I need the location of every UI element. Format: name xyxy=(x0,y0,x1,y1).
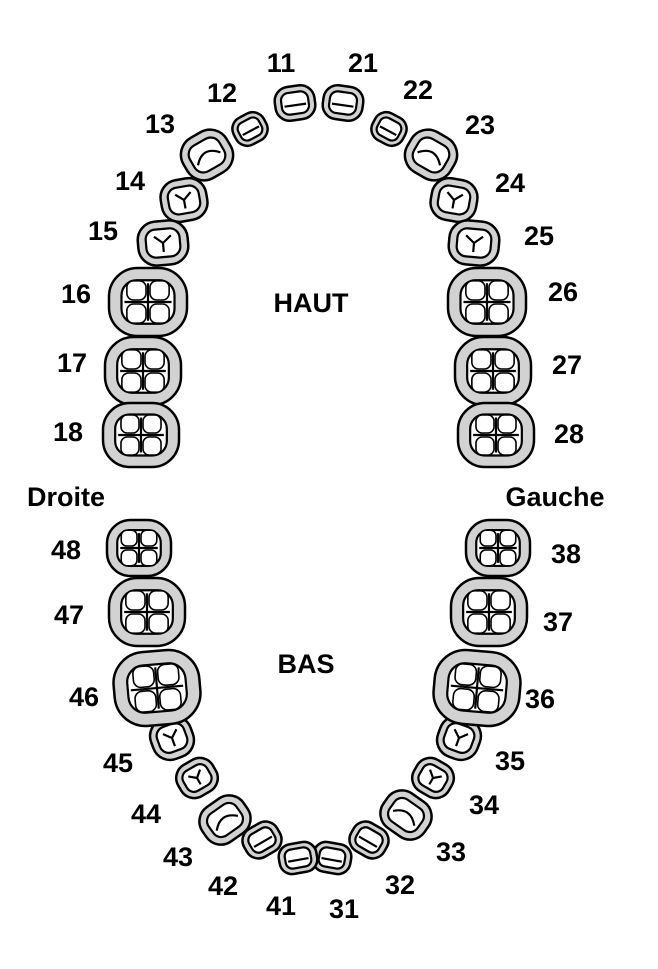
tooth-32 xyxy=(348,820,390,860)
tooth-34 xyxy=(410,756,456,800)
tooth-number-32: 32 xyxy=(385,870,415,900)
tooth-46 xyxy=(112,648,202,728)
tooth-number-18: 18 xyxy=(53,417,83,447)
tooth-26 xyxy=(446,266,528,338)
tooth-number-44: 44 xyxy=(131,799,161,829)
right-side-label: Droite xyxy=(27,482,105,512)
tooth-number-22: 22 xyxy=(403,75,433,105)
tooth-18 xyxy=(101,401,181,469)
tooth-12 xyxy=(231,110,269,148)
tooth-47 xyxy=(107,576,187,648)
tooth-27 xyxy=(453,335,533,407)
tooth-24 xyxy=(429,176,479,224)
tooth-31 xyxy=(311,840,353,876)
tooth-number-12: 12 xyxy=(207,78,237,108)
tooth-11 xyxy=(273,83,317,123)
tooth-13 xyxy=(179,128,235,182)
tooth-number-48: 48 xyxy=(51,535,81,565)
tooth-36 xyxy=(432,648,522,728)
tooth-42 xyxy=(241,820,283,860)
tooth-number-33: 33 xyxy=(436,837,466,867)
tooth-number-42: 42 xyxy=(208,871,238,901)
tooth-number-35: 35 xyxy=(495,746,525,776)
tooth-28 xyxy=(456,401,536,469)
tooth-23 xyxy=(403,128,459,182)
tooth-number-25: 25 xyxy=(524,221,554,251)
tooth-44 xyxy=(174,756,220,800)
tooth-45 xyxy=(148,714,196,762)
upper-jaw-label: HAUT xyxy=(274,288,349,318)
tooth-number-21: 21 xyxy=(348,48,378,78)
tooth-number-14: 14 xyxy=(115,166,145,196)
tooth-35 xyxy=(435,714,483,762)
tooth-14 xyxy=(159,176,209,224)
tooth-number-47: 47 xyxy=(54,600,84,630)
tooth-number-17: 17 xyxy=(57,348,87,378)
tooth-number-43: 43 xyxy=(163,842,193,872)
tooth-number-24: 24 xyxy=(495,168,525,198)
tooth-16 xyxy=(107,266,189,338)
tooth-33 xyxy=(379,789,433,841)
tooth-15 xyxy=(136,219,190,267)
tooth-number-15: 15 xyxy=(88,216,118,246)
tooth-number-34: 34 xyxy=(469,790,499,820)
tooth-17 xyxy=(103,335,183,407)
lower-jaw-label: BAS xyxy=(277,649,334,679)
tooth-43 xyxy=(198,794,252,846)
tooth-37 xyxy=(449,576,529,648)
tooth-number-45: 45 xyxy=(103,748,133,778)
teeth-layer xyxy=(101,83,536,876)
tooth-number-38: 38 xyxy=(551,539,581,569)
tooth-38 xyxy=(464,518,532,578)
tooth-22 xyxy=(370,110,408,148)
left-side-label: Gauche xyxy=(505,482,604,512)
tooth-number-36: 36 xyxy=(525,684,555,714)
tooth-number-23: 23 xyxy=(465,110,495,140)
tooth-21 xyxy=(321,83,365,123)
tooth-number-11: 11 xyxy=(267,48,296,78)
tooth-number-28: 28 xyxy=(554,419,584,449)
tooth-number-41: 41 xyxy=(266,891,296,921)
tooth-number-46: 46 xyxy=(69,682,99,712)
tooth-number-37: 37 xyxy=(543,607,573,637)
tooth-number-31: 31 xyxy=(329,894,359,924)
tooth-number-26: 26 xyxy=(548,277,578,307)
tooth-41 xyxy=(277,840,319,876)
tooth-number-13: 13 xyxy=(145,109,175,139)
tooth-25 xyxy=(447,219,501,267)
tooth-48 xyxy=(105,518,173,578)
tooth-number-16: 16 xyxy=(61,279,91,309)
tooth-number-27: 27 xyxy=(552,350,582,380)
